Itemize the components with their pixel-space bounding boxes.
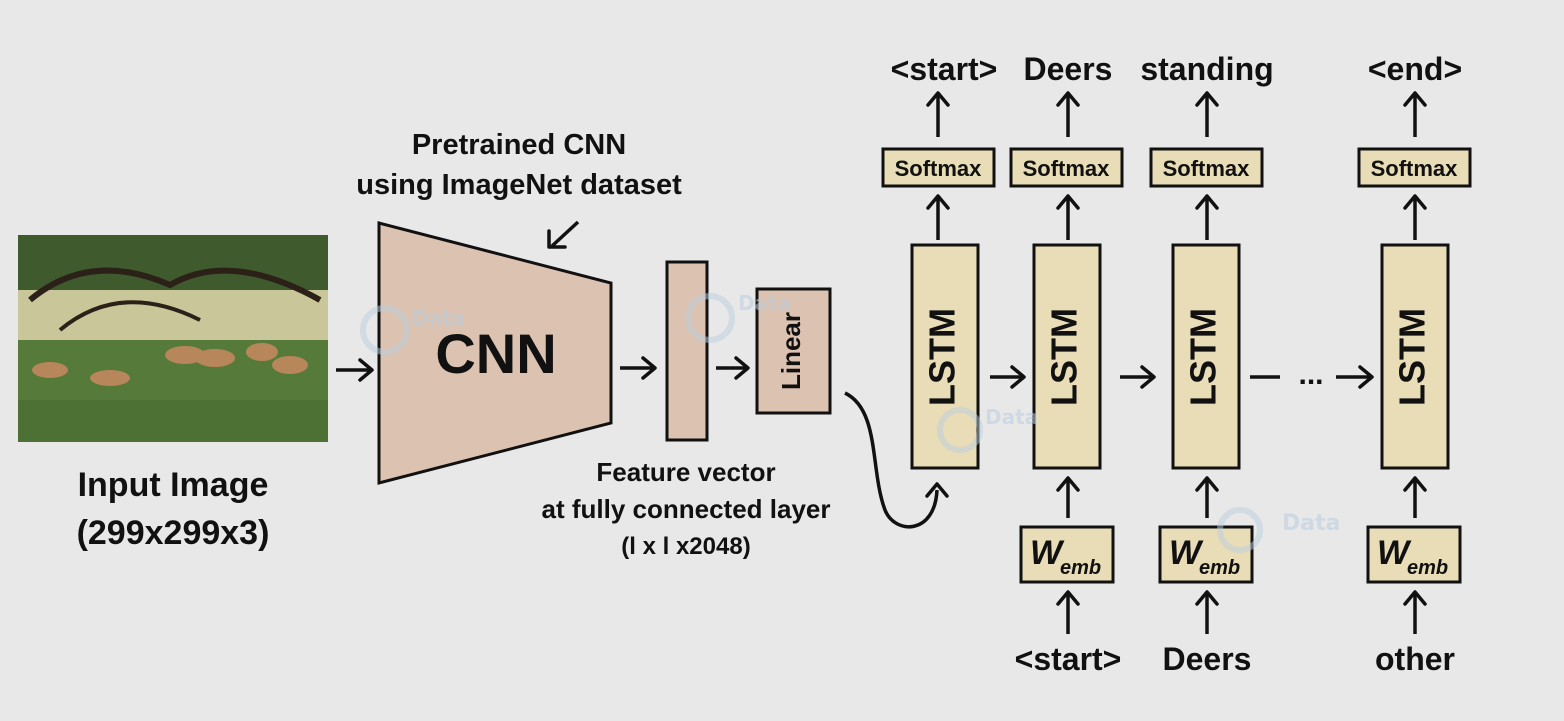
cnn-note-line2: using ImageNet dataset — [356, 169, 682, 201]
arrow-note-to-cnn — [547, 220, 580, 249]
feature-line2: at fully connected layer — [542, 494, 831, 524]
watermark-text: Data — [738, 291, 791, 315]
arrow-image-to-cnn — [336, 358, 374, 382]
linear-label: Linear — [776, 312, 806, 390]
input-image — [18, 235, 328, 442]
lstm-box — [1380, 243, 1450, 470]
softmax-label: Softmax — [1023, 156, 1111, 181]
softmax-box — [1009, 147, 1124, 188]
wemb-base: W — [1377, 534, 1412, 572]
wemb-sub: emb — [1407, 557, 1448, 579]
wemb-box — [1366, 525, 1462, 584]
watermark-text: Data — [412, 306, 465, 330]
wemb-sub: emb — [1199, 557, 1240, 579]
wemb-base: W — [1030, 534, 1065, 572]
softmax-box — [1357, 147, 1472, 188]
cnn-block — [377, 221, 613, 485]
lstm-box — [910, 243, 980, 470]
wemb-box — [1019, 525, 1115, 584]
cnn-label: CNN — [435, 322, 556, 385]
lstm-column-3: Softmax LSTM standing W emb Deers — [1140, 51, 1273, 677]
watermark-text: Data — [985, 405, 1038, 429]
output-token: <end> — [1368, 51, 1462, 87]
arrow-linear-to-lstm — [844, 391, 949, 529]
output-token: <start> — [891, 51, 998, 87]
output-token: standing — [1140, 51, 1273, 87]
watermark-text: Data — [1282, 511, 1340, 536]
watermark-logo: Data Data Data Data — [360, 291, 1340, 553]
lstm-column-4: Softmax LSTM <end> W emb other — [1357, 51, 1472, 677]
softmax-label: Softmax — [1371, 156, 1459, 181]
linear-block — [755, 287, 832, 415]
lstm-label: LSTM — [1392, 308, 1433, 406]
output-token: Deers — [1024, 51, 1113, 87]
arrow-lstm1-to-lstm2 — [990, 365, 1026, 389]
feature-vector-block — [665, 260, 709, 442]
softmax-label: Softmax — [895, 156, 983, 181]
softmax-box — [881, 147, 996, 188]
sequence-continuation: ... — [1250, 358, 1374, 391]
softmax-box — [1149, 147, 1264, 188]
lstm-box — [1171, 243, 1241, 470]
input-image-title: Input Image — [78, 466, 269, 504]
ellipsis: ... — [1298, 358, 1323, 391]
feature-line1: Feature vector — [596, 457, 775, 487]
input-token: Deers — [1163, 641, 1252, 677]
lstm-box — [1032, 243, 1102, 470]
lstm-label: LSTM — [1183, 308, 1224, 406]
arrow-cnn-to-feature — [620, 356, 657, 380]
input-token: other — [1375, 641, 1455, 677]
feature-line3: (l x l x2048) — [621, 533, 750, 560]
lstm-column-1: Softmax LSTM <start> — [881, 51, 998, 470]
lstm-label: LSTM — [1044, 308, 1085, 406]
input-image-size: (299x299x3) — [77, 514, 270, 552]
wemb-box — [1158, 525, 1254, 584]
arrow-feature-to-linear — [716, 356, 750, 380]
cnn-note-line1: Pretrained CNN — [412, 129, 626, 161]
softmax-label: Softmax — [1163, 156, 1251, 181]
lstm-label: LSTM — [922, 308, 963, 406]
wemb-sub: emb — [1060, 557, 1101, 579]
arrow-lstm2-to-lstm3 — [1120, 365, 1156, 389]
lstm-column-2: Softmax LSTM Deers W emb <start> — [1009, 51, 1124, 677]
input-token: <start> — [1015, 641, 1122, 677]
wemb-base: W — [1169, 534, 1204, 572]
